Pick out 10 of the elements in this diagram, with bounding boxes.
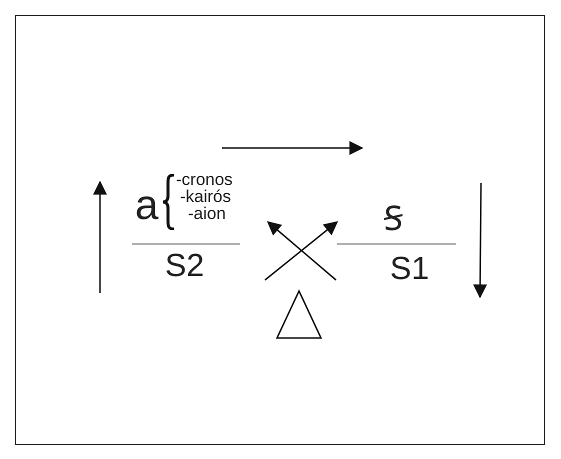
formula-term: Ꞩ <box>384 202 403 236</box>
arrow <box>222 141 364 155</box>
list-item: -aion <box>188 205 226 222</box>
formula-term: S2 <box>165 249 204 281</box>
formula-term: S1 <box>390 252 430 284</box>
formula-term: a <box>135 184 158 226</box>
arrow <box>93 180 107 293</box>
arrow <box>473 183 488 298</box>
list-item: -cronos <box>176 171 233 188</box>
list-item: -kairós <box>180 188 232 205</box>
